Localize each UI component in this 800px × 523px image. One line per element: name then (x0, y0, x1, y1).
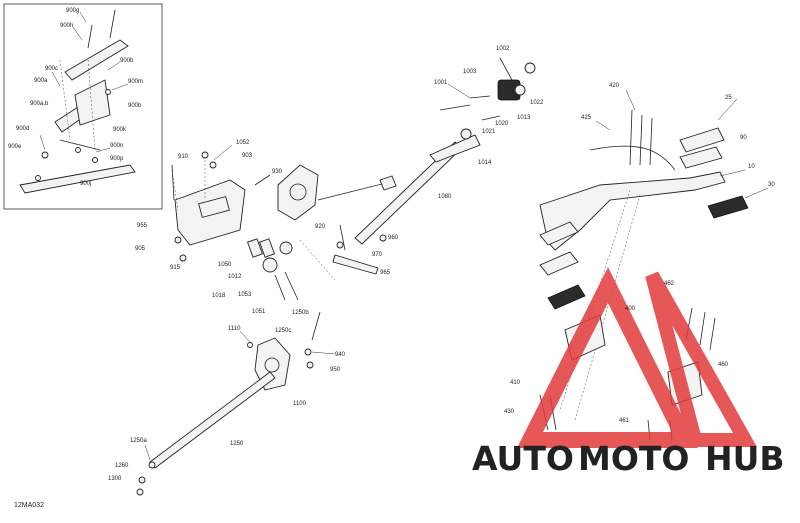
handlebar-assembly (539, 109, 749, 421)
label-1250a: 1250a (130, 438, 147, 444)
label-90: 90 (740, 135, 747, 141)
label-1100: 1100 (293, 401, 307, 407)
label-900e: 900e (8, 144, 22, 150)
label-1003: 1003 (463, 69, 477, 75)
watermark-text: AUTO MOTO HUB (472, 439, 785, 478)
label-920: 920 (315, 224, 326, 230)
label-10: 10 (748, 164, 755, 170)
label-1080: 1080 (438, 194, 452, 200)
watermark-text-moto: MOTO (578, 439, 689, 478)
label-1250: 1250 (230, 441, 244, 447)
lower-steering-section (136, 311, 321, 496)
label-900n: 900n (110, 143, 123, 149)
label-910: 910 (178, 154, 189, 160)
label-1001: 1001 (434, 80, 448, 86)
label-900k: 900k (113, 127, 127, 133)
rotary-housing (497, 57, 536, 101)
label-900p: 900p (110, 156, 124, 162)
label-900m: 900m (128, 79, 143, 85)
leader-lines (39, 11, 769, 461)
diagram-code: 12MA032 (14, 502, 44, 509)
label-900h: 900h (60, 23, 73, 29)
label-900j: 900j (80, 181, 91, 187)
label-965: 965 (380, 270, 391, 276)
label-955: 955 (137, 223, 148, 229)
bracket-assembly (171, 151, 246, 262)
label-1014: 1014 (478, 160, 492, 166)
label-900ab: 900a,b (30, 101, 49, 107)
label-410: 410 (510, 380, 521, 386)
inset-footrest-assembly (19, 9, 136, 194)
callout-labels: 900g 900h 900b 900c 900a 900m 900a,b 900… (8, 8, 775, 509)
steering-head-housing (254, 164, 319, 221)
label-900g: 900g (66, 8, 79, 14)
label-420: 420 (609, 83, 620, 89)
label-1110: 1110 (228, 326, 241, 332)
label-903: 903 (242, 153, 253, 159)
label-905: 905 (135, 246, 146, 252)
label-930: 930 (272, 169, 283, 175)
label-960: 960 (388, 235, 399, 241)
label-900d: 900d (16, 126, 29, 132)
label-940: 940 (335, 352, 346, 358)
label-950: 950 (330, 367, 341, 373)
label-400: 400 (625, 306, 636, 312)
label-970: 970 (372, 252, 383, 258)
label-900a: 900a (34, 78, 48, 84)
label-425: 425 (581, 115, 592, 121)
label-1051: 1051 (252, 309, 266, 315)
label-1013: 1013 (517, 115, 531, 121)
watermark-text-auto: AUTO (472, 439, 574, 478)
label-1260: 1260 (115, 463, 129, 469)
label-1020: 1020 (495, 121, 509, 127)
label-461: 461 (619, 418, 630, 424)
label-462: 462 (664, 281, 675, 287)
label-30: 30 (768, 182, 775, 188)
label-1018: 1018 (212, 293, 226, 299)
label-1050: 1050 (218, 262, 232, 268)
label-1052: 1052 (236, 140, 250, 146)
label-1021: 1021 (482, 129, 496, 135)
watermark-text-hub: HUB (705, 439, 785, 478)
label-900b-top: 900b (120, 58, 134, 64)
label-1300: 1300 (108, 476, 122, 482)
label-1053: 1053 (238, 292, 252, 298)
steering-column-upper (317, 95, 501, 245)
label-1250b: 1250b (292, 310, 309, 316)
label-915: 915 (170, 265, 181, 271)
label-1022: 1022 (530, 100, 544, 106)
label-25: 25 (725, 95, 732, 101)
label-900b-mid: 900b (128, 103, 142, 109)
watermark-logo (517, 267, 757, 448)
label-1012: 1012 (228, 274, 242, 280)
tie-rod-linkage (299, 224, 387, 281)
label-430: 430 (504, 409, 515, 415)
label-900c: 900c (45, 66, 58, 72)
label-1002: 1002 (496, 46, 510, 52)
label-460: 460 (718, 362, 729, 368)
spacer-parts (246, 238, 299, 301)
label-1250c: 1250c (275, 328, 291, 334)
